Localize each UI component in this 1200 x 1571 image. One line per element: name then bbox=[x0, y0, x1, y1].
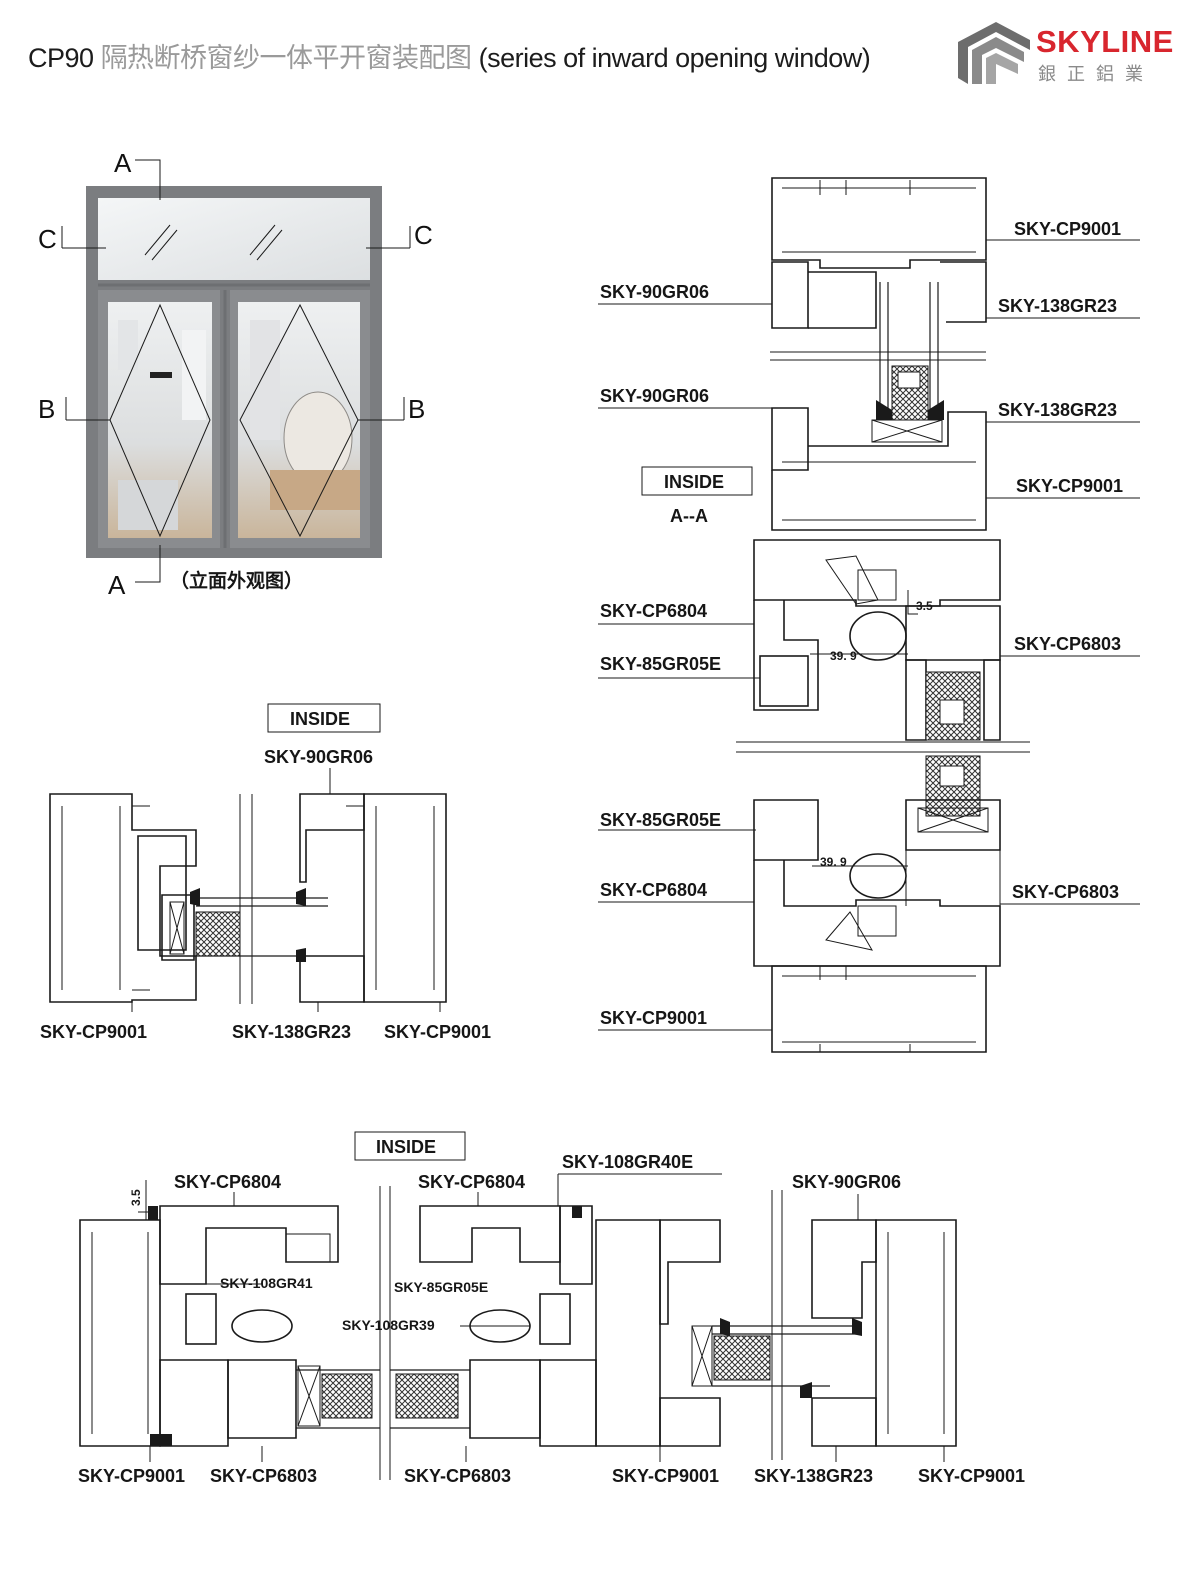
section-bb-leaders bbox=[138, 1173, 945, 1462]
aa-inside-label: INSIDE bbox=[664, 472, 724, 492]
bb-label-138gr23: SKY-138GR23 bbox=[754, 1466, 873, 1486]
marker-a-top: A bbox=[114, 148, 132, 178]
aa-label-cp6804-lower: SKY-CP6804 bbox=[600, 880, 707, 900]
elevation-markers: A A B B C C （立面外观图） bbox=[38, 148, 433, 600]
cc-label-cp9001-left: SKY-CP9001 bbox=[40, 1022, 147, 1042]
skyline-logo: SKYLINE 銀正鋁業 bbox=[958, 22, 1178, 86]
section-cc bbox=[49, 793, 447, 1004]
marker-b-right: B bbox=[408, 394, 425, 424]
aa-label-85gr05e-lower: SKY-85GR05E bbox=[600, 810, 721, 830]
marker-b-left: B bbox=[38, 394, 55, 424]
bb-label-cp6803-1: SKY-CP6803 bbox=[210, 1466, 317, 1486]
title-cn: 隔热断桥窗纱一体平开窗装配图 bbox=[100, 43, 473, 73]
cc-label-90gr06: SKY-90GR06 bbox=[264, 747, 373, 767]
aa-label-90gr06-top: SKY-90GR06 bbox=[600, 282, 709, 302]
bb-inside-box bbox=[354, 1131, 466, 1161]
aa-label-cp6804-upper: SKY-CP6804 bbox=[600, 601, 707, 621]
bb-label-cp9001-2: SKY-CP9001 bbox=[612, 1466, 719, 1486]
bb-dim-3-5: 3.5 bbox=[129, 1189, 143, 1206]
aa-label-138gr23-top: SKY-138GR23 bbox=[998, 296, 1117, 316]
aa-label-cp9001-mid: SKY-CP9001 bbox=[1016, 476, 1123, 496]
aa-inside-box bbox=[641, 466, 753, 496]
aa-label-90gr06-mid: SKY-90GR06 bbox=[600, 386, 709, 406]
section-bb bbox=[79, 1186, 957, 1480]
logo-mark-icon bbox=[958, 22, 1030, 84]
section-aa-leaders bbox=[598, 239, 1140, 1031]
page-title: CP90 隔热断桥窗纱一体平开窗装配图 (series of inward op… bbox=[28, 36, 871, 75]
bb-label-85gr05e: SKY-85GR05E bbox=[394, 1279, 488, 1295]
bb-label-cp6804-left: SKY-CP6804 bbox=[174, 1172, 281, 1192]
aa-dim-39-9-lower: 39. 9 bbox=[820, 855, 847, 869]
bb-label-cp9001-1: SKY-CP9001 bbox=[78, 1466, 185, 1486]
title-en: (series of inward opening window) bbox=[478, 43, 871, 73]
cc-label-138gr23: SKY-138GR23 bbox=[232, 1022, 351, 1042]
elevation-view bbox=[86, 186, 382, 558]
bb-label-108gr40e: SKY-108GR40E bbox=[562, 1152, 693, 1172]
bb-label-cp6803-2: SKY-CP6803 bbox=[404, 1466, 511, 1486]
marker-c-right: C bbox=[414, 220, 433, 250]
bb-label-cp6804-right: SKY-CP6804 bbox=[418, 1172, 525, 1192]
logo-brand-cn: 銀正鋁業 bbox=[1038, 64, 1154, 85]
bb-label-108gr39: SKY-108GR39 bbox=[342, 1317, 435, 1333]
cc-inside-label: INSIDE bbox=[290, 709, 350, 729]
logo-brand: SKYLINE bbox=[1036, 24, 1174, 59]
aa-label-cp6803-lower: SKY-CP6803 bbox=[1012, 882, 1119, 902]
bb-label-108gr41: SKY-108GR41 bbox=[220, 1275, 313, 1291]
cc-label-cp9001-right: SKY-CP9001 bbox=[384, 1022, 491, 1042]
aa-label-cp9001-bottom: SKY-CP9001 bbox=[600, 1008, 707, 1028]
aa-label-cp9001-top: SKY-CP9001 bbox=[1014, 219, 1121, 239]
title-code: CP90 bbox=[28, 43, 94, 73]
marker-a-bottom: A bbox=[108, 570, 126, 600]
aa-section-name: A--A bbox=[670, 506, 708, 526]
aa-dim-3-5: 3.5 bbox=[916, 599, 933, 613]
aa-label-cp6803-upper: SKY-CP6803 bbox=[1014, 634, 1121, 654]
cc-inside-box bbox=[267, 703, 381, 733]
aa-label-85gr05e-upper: SKY-85GR05E bbox=[600, 654, 721, 674]
bb-label-cp9001-3: SKY-CP9001 bbox=[918, 1466, 1025, 1486]
marker-c-left: C bbox=[38, 224, 57, 254]
aa-label-138gr23-mid: SKY-138GR23 bbox=[998, 400, 1117, 420]
bb-label-90gr06: SKY-90GR06 bbox=[792, 1172, 901, 1192]
section-aa bbox=[736, 177, 1030, 1053]
section-cc-leaders bbox=[131, 768, 441, 1012]
elevation-caption: （立面外观图） bbox=[170, 569, 303, 592]
aa-dim-39-9-upper: 39. 9 bbox=[830, 649, 857, 663]
bb-inside-label: INSIDE bbox=[376, 1137, 436, 1157]
